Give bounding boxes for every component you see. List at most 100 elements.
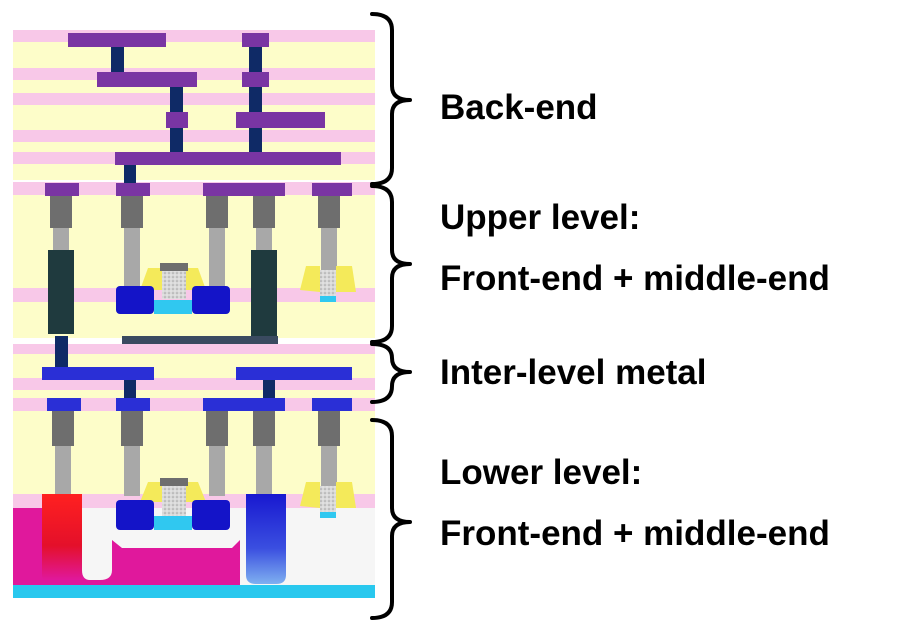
metal-line [115,152,341,165]
source-region [116,286,154,314]
contact-plug [209,228,225,286]
back-end-text: Back-end [440,88,598,127]
metal-line [242,72,269,87]
lower-level-line1: Lower level: [440,453,643,492]
drain-region [192,500,230,530]
metal-line [68,33,166,47]
brackets [370,12,412,620]
contact-plug [55,446,71,494]
channel [320,512,336,518]
contact-plug [121,411,143,446]
contact-plug [321,446,337,486]
gate-polysilicon [162,486,186,516]
spacer [300,266,320,292]
contact-plug [209,446,225,496]
contact-plug [53,228,69,250]
metal-pad [116,398,150,411]
metal-line [242,33,269,47]
gate-polysilicon [320,270,336,296]
via [170,128,183,152]
metal-line [166,112,188,128]
via [111,47,124,72]
metal-pad [116,183,150,196]
inter-level-metal-region [13,336,375,412]
lower-level-line2: Front-end + middle-end [440,514,830,553]
via [170,87,183,112]
via [249,87,262,112]
bracket-inter-level-metal [370,342,412,404]
contact-plug [124,228,140,286]
via [249,128,262,152]
channel [154,516,192,530]
source-region [116,500,154,530]
lower-level-region [13,411,375,598]
metal-line [236,367,352,380]
back-end-label: Back-end [440,90,598,125]
via [124,165,136,183]
gate-cap [160,263,188,271]
spacer [300,482,320,508]
spacer [336,482,356,508]
metal-line [236,112,325,128]
contact-plug [256,228,272,250]
metal-pad [47,398,81,411]
back-end-region [13,30,375,196]
metal-line [42,367,154,380]
metal-pad [45,183,79,196]
gate-cap [160,478,188,486]
channel [320,296,336,302]
via [263,380,275,400]
contact-plug [206,196,228,228]
well-blue [246,494,286,584]
deep-via-liner [48,250,74,334]
spacer [140,268,162,290]
upper-level-region [13,183,375,344]
contact-plug [318,411,340,446]
inter-level-metal-label: Inter-level metal [440,355,707,390]
bonding-layer [122,336,278,344]
gate-polysilicon [162,271,186,299]
contact-plug [50,196,72,228]
bracket-upper-level [370,184,412,344]
metal-pad [312,183,352,196]
lower-level-label: Lower level: Front-end + middle-end [440,455,830,551]
contact-plug [253,196,275,228]
drain-region [192,286,230,314]
bracket-back-end [370,12,412,186]
contact-plug [321,228,337,270]
channel [154,300,192,314]
substrate-pocket [286,508,375,585]
dielectric-stripe [13,344,375,354]
dielectric-stripe [13,30,375,42]
contact-plug [256,446,272,494]
contact-plug [253,411,275,446]
spacer [140,482,162,502]
deep-via-liner [251,250,277,336]
bracket-lower-level [370,418,412,620]
metal-line [97,72,197,87]
via [249,47,262,72]
dielectric-stripe [13,93,375,105]
p-well [13,585,375,598]
via [55,336,68,369]
upper-level-line1: Upper level: [440,198,641,237]
upper-level-label: Upper level: Front-end + middle-end [440,200,830,296]
spacer [186,482,206,502]
metal-pad [203,398,285,411]
spacer [186,268,206,290]
upper-level-line2: Front-end + middle-end [440,259,830,298]
contact-plug [124,446,140,496]
dielectric-stripe [13,378,375,390]
dielectric-stripe [13,130,375,142]
well-red [42,494,82,580]
contact-plug [318,196,340,228]
metal-pad [203,183,285,196]
spacer [336,266,356,292]
gate-polysilicon [320,486,336,512]
inter-level-metal-text: Inter-level metal [440,353,707,392]
via [124,380,136,400]
metal-pad [312,398,352,411]
contact-plug [52,411,74,446]
contact-plug [206,411,228,446]
